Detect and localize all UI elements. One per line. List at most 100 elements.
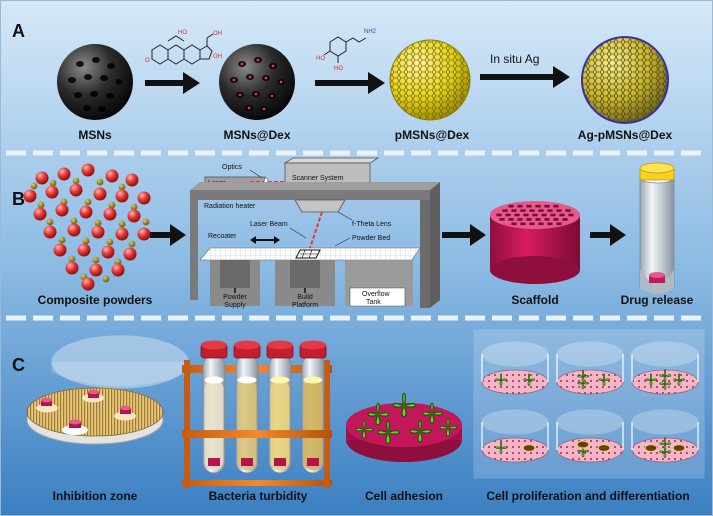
powder-sphere <box>45 185 59 199</box>
panel-b-letter: B <box>12 189 25 209</box>
powder-sphere <box>69 183 83 197</box>
label-cell-adhesion: Cell adhesion <box>365 489 443 503</box>
well-wall <box>631 422 699 450</box>
dex-molecule-icon: O OH HO OH <box>145 30 222 65</box>
well-wall <box>556 354 624 382</box>
scaffold-cylinder <box>490 201 580 284</box>
powder-particle <box>70 217 78 225</box>
test-tube-rack <box>182 340 332 488</box>
scaffold-sample <box>307 458 319 466</box>
powder-sphere <box>101 245 115 259</box>
powder-particle <box>118 183 126 191</box>
well-bottom <box>481 369 549 395</box>
label-powder-supply-1: Powder <box>223 294 247 301</box>
powder-particle <box>68 255 76 263</box>
powder-sphere <box>65 261 79 275</box>
arrow-b3 <box>590 224 626 246</box>
label-cell-proliferation: Cell proliferation and differentiation <box>486 489 689 503</box>
scaffold-pore <box>511 209 517 212</box>
svg-text:O: O <box>145 58 150 64</box>
svg-text:HO: HO <box>178 30 187 36</box>
sls-printer-diagram: Scanner System Laser Optics Radiation he… <box>190 157 440 309</box>
cell-adhesion-disc <box>346 392 462 462</box>
scaffold-pore <box>541 213 547 217</box>
scaffold-pore <box>508 204 514 208</box>
label-recoater: Recoater <box>208 233 237 240</box>
label-powder-bed: Powder Bed <box>352 235 390 242</box>
powder-particle <box>96 178 104 186</box>
arrow-a2 <box>315 72 385 94</box>
well-wall <box>481 422 549 450</box>
scaffold-pore <box>502 209 508 212</box>
label-build-platform-2: Platform <box>292 302 318 309</box>
differentiated-cell <box>597 443 611 453</box>
powder-particle <box>46 218 54 226</box>
scaffold-pore <box>520 209 526 212</box>
powder-sphere <box>103 207 117 221</box>
differentiated-cell <box>522 443 536 453</box>
powder-particle <box>92 256 100 264</box>
label-ag-pmsns-dex: Ag-pMSNs@Dex <box>578 128 673 142</box>
scaffold-pore <box>547 222 553 226</box>
label-pmsns-dex: pMSNs@Dex <box>395 128 470 142</box>
well-wall <box>481 354 549 382</box>
well-rim <box>631 409 699 435</box>
adhered-cell <box>409 419 432 443</box>
scaffold-pore <box>517 218 523 221</box>
powder-particle <box>108 201 116 209</box>
tube-liquid <box>303 380 323 470</box>
scaffold-sample <box>208 458 220 466</box>
powder-sphere <box>115 189 129 203</box>
powder-sphere <box>127 209 141 223</box>
powder-particle <box>118 220 126 228</box>
powder-sphere <box>125 173 139 187</box>
petri-dish <box>26 335 189 445</box>
adhered-cell <box>355 420 374 439</box>
powder-sphere <box>53 243 67 257</box>
liquid-surface <box>204 376 224 384</box>
label-msns-dex: MSNs@Dex <box>223 128 290 142</box>
powder-sphere <box>137 227 151 241</box>
scaffold-pore <box>547 209 553 212</box>
proliferating-cell <box>495 441 508 454</box>
dopamine-molecule-icon: HO HO NH2 <box>316 29 377 72</box>
powder-sphere <box>57 167 71 181</box>
proliferating-cell <box>645 373 658 386</box>
proliferating-cell <box>598 373 611 386</box>
differentiated-cell <box>644 443 658 453</box>
tube-liquid <box>270 380 290 470</box>
well-bottom <box>556 369 624 395</box>
scaffold-pore <box>511 222 517 226</box>
in-situ-ag-label: In situ Ag <box>490 52 539 66</box>
powder-sphere <box>111 263 125 277</box>
scaffold-sample <box>274 458 286 466</box>
scaffold-sample <box>241 458 253 466</box>
arrow-b1 <box>150 224 186 246</box>
label-radiation-heater: Radiation heater <box>204 203 256 210</box>
well-wall <box>631 354 699 382</box>
msn-sphere <box>57 44 133 120</box>
label-optics: Optics <box>222 164 242 171</box>
powder-sphere <box>43 225 57 239</box>
scaffold-pore <box>526 204 532 208</box>
scaffold-pore <box>523 213 529 217</box>
scaffold-pore <box>538 222 544 226</box>
tube-cap-top <box>201 340 227 350</box>
well-rim <box>481 409 549 435</box>
scaffold-pore <box>535 204 541 208</box>
scaffold-pore <box>568 213 574 217</box>
differentiated-cell <box>672 443 686 453</box>
scaffold-pore <box>559 213 565 217</box>
svg-text:HO: HO <box>316 56 325 62</box>
panel-c-letter: C <box>12 355 25 375</box>
liquid-surface <box>237 376 257 384</box>
svg-text:HO: HO <box>334 66 343 72</box>
powder-particle <box>130 203 138 211</box>
scaffold-pore <box>499 218 505 221</box>
scaffold-pore <box>544 218 550 221</box>
powder-particle <box>72 177 80 185</box>
proliferating-cell <box>673 373 686 386</box>
powder-sphere <box>115 227 129 241</box>
svg-text:OH: OH <box>213 54 222 60</box>
liquid-surface <box>270 376 290 384</box>
